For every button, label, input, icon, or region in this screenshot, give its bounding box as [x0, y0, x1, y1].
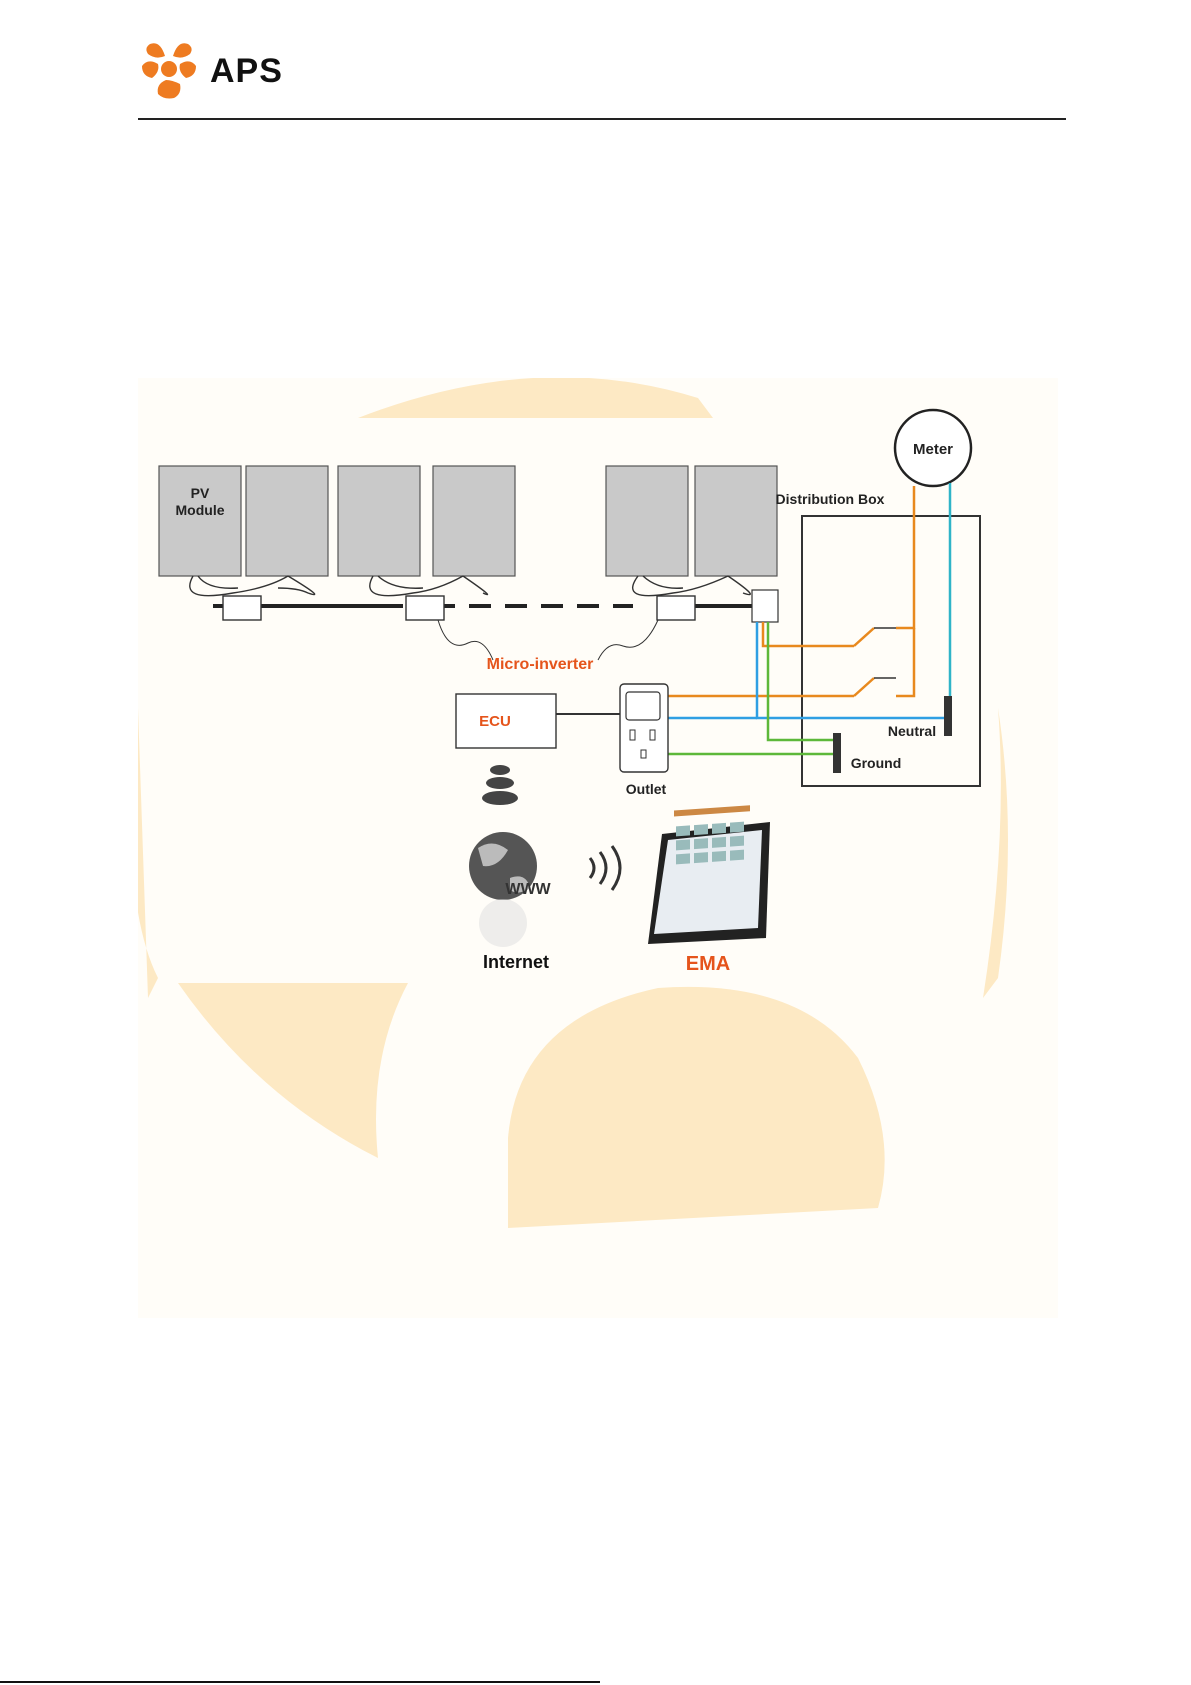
micro-inverter-1	[223, 596, 261, 620]
pv-module-4	[433, 466, 515, 576]
ecu-label: ECU	[479, 713, 511, 730]
neutral-bar	[944, 696, 952, 736]
neutral-label: Neutral	[888, 723, 936, 739]
pv-module-5	[606, 466, 688, 576]
pv-module-3	[338, 466, 420, 576]
header-divider	[138, 118, 1066, 120]
micro-inverter-2	[406, 596, 444, 620]
pv-module-6	[695, 466, 777, 576]
ground-bar	[833, 733, 841, 773]
pv-modules	[159, 466, 777, 576]
page-header: APS	[138, 38, 1066, 120]
ground-label: Ground	[851, 755, 902, 771]
system-diagram: PV Module Micro-inverter	[138, 378, 1058, 1318]
www-label: WWW	[505, 881, 551, 898]
brand-name: APS	[210, 52, 283, 91]
pv-module-1	[159, 466, 241, 576]
junction-box	[752, 590, 778, 622]
aps-logo-icon	[138, 38, 200, 100]
pv-module-label-line2: Module	[176, 502, 225, 518]
micro-inverter-3	[657, 596, 695, 620]
footer-divider	[0, 1681, 600, 1683]
system-diagram-svg: PV Module Micro-inverter	[138, 378, 1058, 1318]
outlet-plug	[626, 692, 660, 720]
outlet-label: Outlet	[626, 781, 667, 797]
pv-module-label-line1: PV	[191, 485, 210, 501]
meter-label: Meter	[913, 441, 953, 458]
distribution-box-label: Distribution Box	[776, 491, 885, 507]
ema-label: EMA	[686, 953, 730, 975]
pv-module-2	[246, 466, 328, 576]
micro-inverter-label: Micro-inverter	[487, 656, 594, 673]
internet-label: Internet	[483, 952, 549, 972]
